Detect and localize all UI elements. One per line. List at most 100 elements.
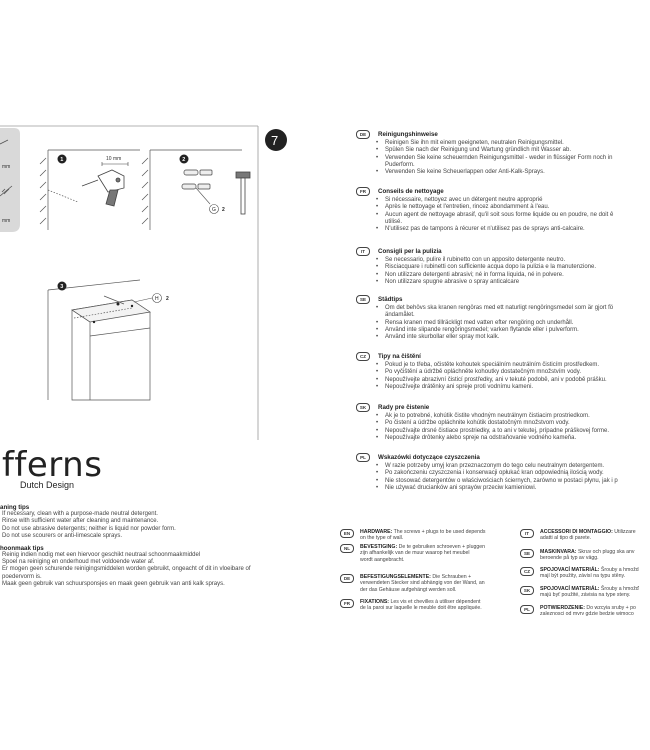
fixing-line: Šrouby a hmožď (600, 586, 639, 592)
lang-badge: SK (356, 403, 370, 412)
tip-item: Om det behövs ska kranen rengöras med et… (376, 305, 650, 313)
fixing-line: Šrouby a hmožd (600, 567, 639, 573)
callout-g-qty: 2 (222, 207, 225, 213)
nl-list: Reinig indien nodig met een hiervoor ges… (2, 552, 300, 589)
fixing-label: HARDWARE: (360, 529, 393, 535)
callout-g (195, 187, 219, 214)
fixing-text: BEVESTIGING: De te gebruiken schroeven +… (360, 544, 485, 563)
step-number: 7 (271, 133, 278, 148)
fixing-line: wordt aangebracht. (360, 556, 405, 563)
section-it: IT Consigli per la pulizia Se necessario, … (356, 247, 650, 286)
step3-number: 3 (60, 284, 63, 290)
plug-icon (181, 169, 213, 190)
step2-number: 2 (182, 157, 185, 163)
brand-name: ifferns (0, 445, 103, 485)
tip-item: Nepoužívejte drátěnky ani spreje proti v… (376, 384, 650, 392)
fixing-line: mají být použity, závisí na typu stěny. (540, 573, 626, 580)
tab-mm-2: mm (2, 218, 10, 224)
fixing-text: BEFESTIGUNGSELEMENTE: Die Schrauben +ver… (360, 574, 485, 593)
tip-list: Si nécessaire, nettoyez avec un détergen… (376, 197, 650, 234)
step3-badge (57, 281, 67, 291)
tip-item: Reinigen Sie ihn mit einem geeigneten, n… (376, 140, 650, 148)
tip-item: Non utilizzare spugne abrasive o spray a… (376, 279, 650, 287)
section-title: Städtips (378, 296, 403, 303)
tip-list: Pokud je to třeba, očistěte kohoutek spe… (376, 362, 650, 391)
nl-title: hoonmaak tips (0, 544, 44, 552)
tip-list: Reinigen Sie ihn mit einem geeigneten, n… (376, 140, 650, 177)
tip-item: Po čistení a údržbe opláchnite kohútik d… (376, 420, 650, 428)
fixing-label: BEVESTIGING: (360, 544, 398, 550)
fixing-text: FIXATIONS: Les vis et chevilles à utilis… (360, 599, 482, 612)
fixing-line: on the type of wall. (360, 535, 404, 542)
lang-badge: PL (520, 605, 534, 614)
tip-item: Verwenden Sie keine scheuernden Reinigun… (376, 155, 650, 163)
callout-h-qty: 2 (166, 296, 169, 302)
tip-item: N'utilisez pas de tampons à récurer et n… (376, 226, 650, 234)
tab-mm-1: mm (2, 164, 10, 170)
step3-cabinet (47, 279, 151, 401)
fixing-line: de la paroi sur laquelle le meuble doit … (360, 605, 482, 612)
tip-item: Nepoužívajte drôtenky alebo spreje na od… (376, 435, 650, 443)
tip-item: Po zakończeniu czyszczenia i konserwacji… (376, 470, 650, 478)
fixing-label: POTWIERDZENIE: (540, 605, 585, 611)
lang-badge: FR (356, 187, 370, 196)
tip-line: Rinse with sufficient water after cleani… (2, 518, 159, 525)
section-se: SE Städtips Om det behövs ska kranen rengö… (356, 295, 650, 342)
tip-item: Nie stosować detergentów o właściwościac… (376, 478, 650, 486)
brand-tagline: Dutch Design (20, 480, 75, 490)
tip-item: Po vyčištění a údržbě opláchněte kohoutk… (376, 369, 650, 377)
fixing-fr: FR FIXATIONS: Les vis et chevilles à util… (340, 599, 482, 612)
section-title: Rady pre čistenie (378, 404, 430, 411)
tip-item: Aucun agent de nettoyage abrasif, qu'il … (376, 212, 650, 220)
tip-item: Puderform. (385, 161, 415, 168)
fixing-label: MASKINVARA: (540, 549, 577, 555)
fixing-line: beroende på typ av vägg. (540, 555, 599, 562)
tip-item: Si nécessaire, nettoyez avec un détergen… (376, 197, 650, 205)
fixing-line: majú byť použité, závisia na type steny. (540, 592, 631, 599)
tip-item: Se necessario, pulire il rubinetto con u… (376, 257, 650, 265)
tip-item: Nie używać drucianków ani sprayów przeci… (376, 485, 650, 493)
fixing-line: der das Gehäuse aufgehängt werden soll. (360, 586, 457, 593)
fixing-line: Skruv och plugg ska anv (577, 549, 635, 555)
section-header: SE Städtips (356, 295, 650, 304)
fixing-label: ACCESSORI DI MONTAGGIO: (540, 529, 613, 535)
section-title: Consigli per la pulizia (378, 248, 442, 255)
section-header: FR Conseils de nettoyage (356, 187, 650, 196)
section-de: DEReinigungshinweiseReinigen Sie ihn mit… (356, 130, 650, 177)
left-tab (0, 128, 20, 232)
tip-item: Rensa kranen med tillräckligt med vatten… (376, 320, 650, 328)
cleaning-title: aning tips (0, 504, 30, 511)
tip-item: Nepoužívejte abrazivní čisticí prostředk… (376, 377, 650, 385)
brand-logo: ifferns Dutch Design (0, 448, 102, 490)
lang-badge: FR (340, 599, 354, 608)
tip-list: Om det behövs ska kranen rengöras med et… (376, 305, 650, 342)
tip-line: Do not use abrasive detergents; neither … (2, 525, 176, 532)
fixing-label: SPOJOVACÍ MATERIÁL: (540, 586, 600, 592)
lang-badge: CZ (356, 352, 370, 361)
lang-badge: SE (520, 549, 534, 558)
section-title: Conseils de nettoyage (378, 188, 444, 195)
lang-badge: SE (356, 295, 370, 304)
fixing-label: FIXATIONS: (360, 599, 390, 605)
step2-badge (179, 154, 189, 164)
lang-badge: IT (356, 247, 370, 256)
callout-g-letter: G (212, 207, 216, 213)
tip-line: Spoel na reiniging en onderhoud met vold… (2, 559, 155, 566)
tip-item: W razie potrzeby umyj kran przeznaczonym… (376, 463, 650, 471)
section-title: Wskazówki dotyczące czyszczenia (378, 454, 480, 461)
fixing-line: verwendeten Stecker sind abhängig von de… (360, 580, 485, 587)
tip-item: Verwenden Sie keine Scheuerlappen oder A… (376, 169, 650, 177)
